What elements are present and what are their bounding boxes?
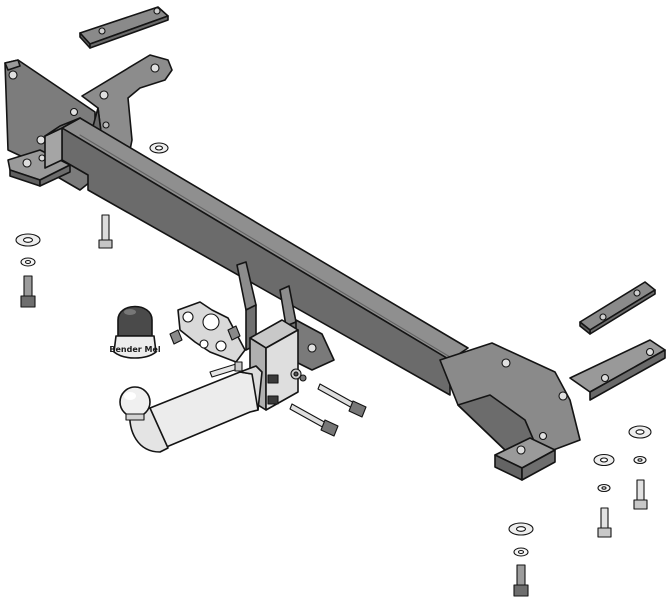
fastener-stack-left bbox=[15, 233, 41, 308]
fastener-stack-right-bottom bbox=[508, 522, 534, 597]
tow-ball-neck bbox=[119, 365, 263, 453]
bolt-tow-mount bbox=[209, 361, 243, 378]
cap-brand-label: Bender Mel bbox=[109, 345, 160, 354]
bolt-left-center bbox=[98, 214, 113, 249]
fastener-stack-right-mid bbox=[593, 453, 615, 538]
flat-bracket-top-right bbox=[579, 281, 656, 335]
long-bolts-pair bbox=[289, 383, 367, 437]
side-bracket-right bbox=[439, 339, 666, 481]
fastener-stack-right-far bbox=[628, 425, 652, 510]
washer-left-upper bbox=[149, 142, 169, 154]
socket-mounting-plate bbox=[169, 301, 246, 363]
main-cross-beam bbox=[44, 117, 469, 396]
tow-ball-cap: Bender Mel bbox=[109, 305, 161, 359]
flat-bracket-top-left bbox=[79, 6, 169, 49]
